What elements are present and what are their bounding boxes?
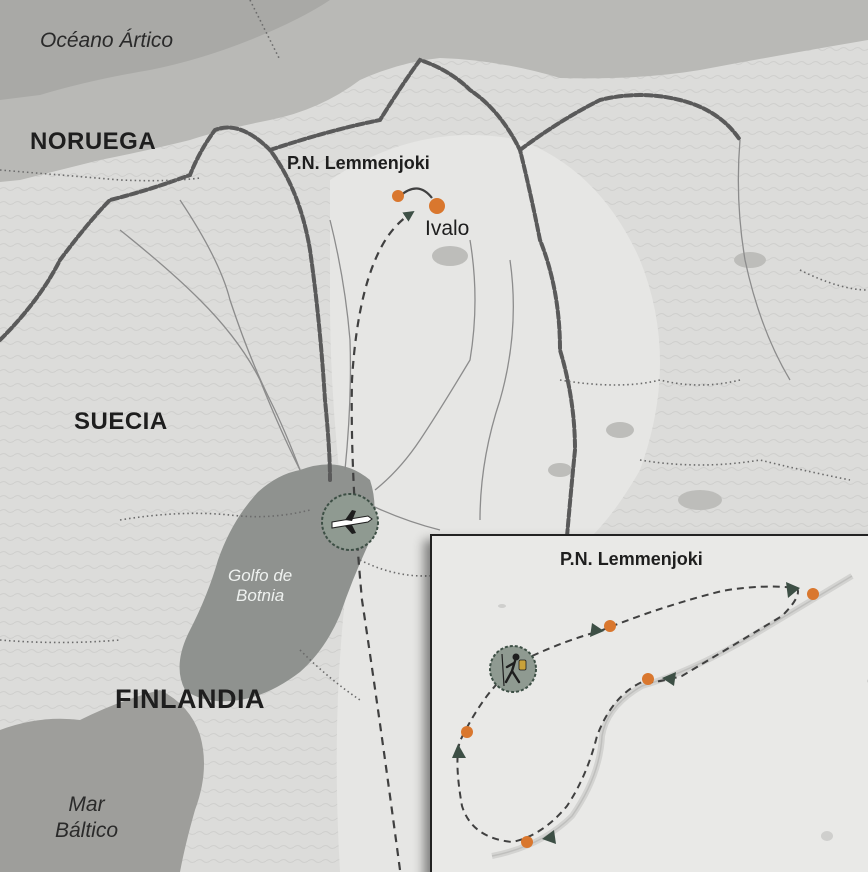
sweden-label: SUECIA — [74, 408, 168, 435]
inset-map: P.N. Lemmenjoki — [430, 534, 868, 872]
hiker-icon — [489, 645, 537, 693]
arctic-ocean-label: Océano Ártico — [40, 29, 174, 52]
lakes — [432, 246, 766, 510]
finland-label: FINLANDIA — [115, 684, 265, 714]
rivers — [119, 139, 791, 531]
route-arrows — [452, 582, 800, 844]
gulf-label-line1: Golfo de — [228, 566, 293, 585]
stop-marker-1 — [604, 620, 616, 632]
national-borders — [0, 57, 742, 562]
stop-marker-5 — [461, 726, 473, 738]
lapland-area — [330, 135, 660, 872]
arctic-deep-area — [0, 0, 330, 100]
route-stops — [461, 588, 819, 848]
stop-marker-4 — [521, 836, 533, 848]
hiking-route — [456, 585, 799, 844]
ivalo-marker — [429, 198, 445, 214]
route-arrow-3 — [662, 672, 676, 686]
stop-marker-2 — [807, 588, 819, 600]
gulf-of-bothnia-label: Golfo de Botnia — [228, 566, 292, 605]
route-arrow-4 — [542, 830, 556, 844]
baltic-label-line2: Báltico — [55, 819, 119, 843]
stop-marker-3 — [642, 673, 654, 685]
route-arrow-2 — [786, 582, 800, 598]
baltic-sea-label: Mar Báltico — [55, 792, 118, 845]
park-marker — [392, 190, 404, 202]
route-arrow-5 — [452, 744, 466, 758]
gulf-label-line2: Botnia — [236, 585, 285, 605]
inset-map-canvas — [452, 573, 868, 859]
norway-label: NORUEGA — [30, 128, 157, 155]
ivalo-label: Ivalo — [425, 217, 470, 240]
route-arrow-1 — [590, 623, 604, 637]
baltic-label-line1: Mar — [68, 793, 105, 816]
airplane-icon — [321, 493, 379, 551]
inset-title: P.N. Lemmenjoki — [560, 549, 703, 569]
flight-route — [350, 210, 415, 871]
inset-river-line — [491, 575, 853, 857]
inset-lakes — [498, 604, 868, 841]
park-label: P.N. Lemmenjoki — [287, 153, 430, 173]
regional-borders — [0, 0, 868, 701]
baltic-sea — [0, 690, 204, 872]
inset-river — [491, 573, 854, 859]
